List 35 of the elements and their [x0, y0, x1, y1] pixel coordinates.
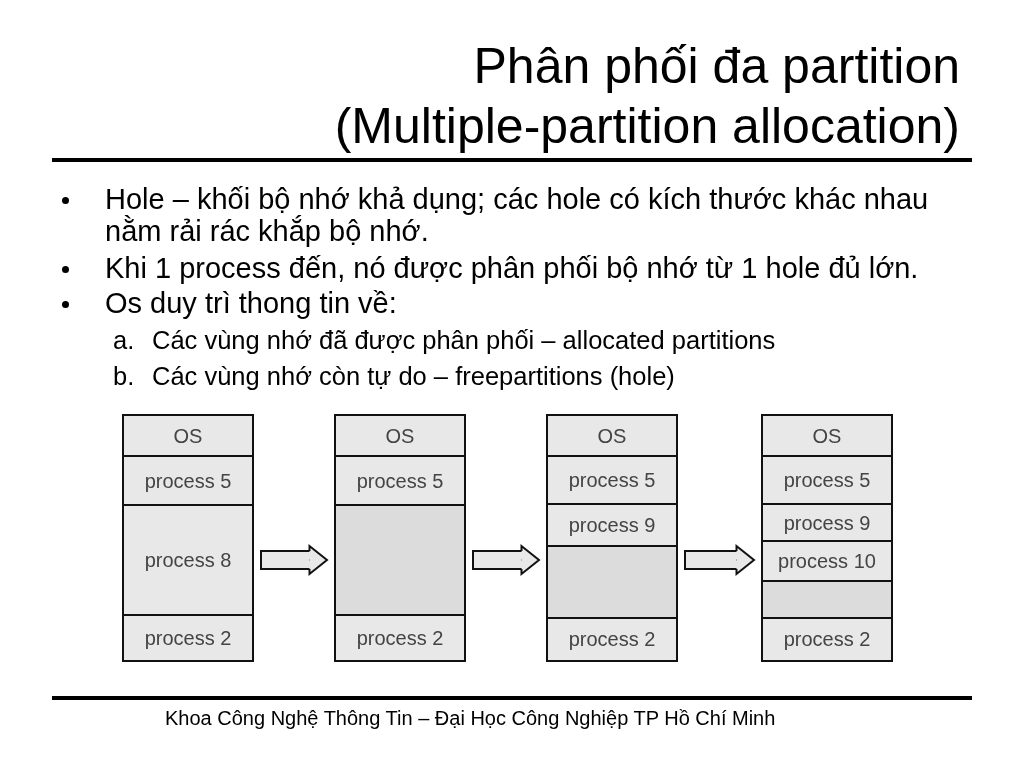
block-arrow [260, 545, 328, 575]
list-item-text: Các vùng nhớ đã được phân phối – allocated partitions [152, 325, 776, 355]
list-marker: b. [113, 361, 135, 391]
partition-label: process 2 [144, 625, 232, 650]
partition-label: OS [812, 423, 842, 448]
slide-title: Phân phối đa partition (Multiple-partition allocation) [333, 37, 960, 156]
partition-label: OS [385, 423, 415, 448]
partition-label: OS [597, 423, 627, 448]
partition-label: process 2 [783, 627, 871, 651]
partition-label: process 5 [783, 468, 871, 492]
partition-label: process 5 [356, 468, 444, 493]
partition-label: process 9 [783, 510, 871, 535]
partition-label: process 10 [778, 549, 876, 573]
memory-column [546, 414, 678, 662]
partition-label: process 5 [144, 468, 232, 493]
partition-label: process 9 [568, 513, 656, 537]
block-arrow [684, 545, 755, 575]
bullet-text: Hole – khối bộ nhớ khả dụng; các hole có kích thước khác nhau nằm rải rác khắp bộ nhớ. [105, 183, 930, 247]
bullet-text: Khi 1 process đến, nó được phân phối bộ nhớ từ 1 hole đủ lớn. [105, 252, 919, 284]
partition-label: process 2 [356, 625, 444, 650]
list-marker: a. [113, 325, 135, 355]
partition-label: process 5 [568, 468, 656, 492]
partition-label: process 2 [568, 627, 656, 651]
partition-label: OS [173, 423, 203, 448]
memory-column [761, 414, 893, 662]
memory-column [334, 414, 466, 662]
partition-label: process 8 [144, 548, 232, 572]
bullet-text: Os duy trì thong tin về: [105, 287, 397, 319]
hole-block [336, 506, 464, 616]
memory-column [122, 414, 254, 662]
list-item-text: Các vùng nhớ còn tự do – freepartitions (hole) [152, 361, 675, 391]
hole-block [763, 582, 891, 619]
footer-text: Khoa Công Nghệ Thông Tin – Đại Học Công Nghiệp TP Hồ Chí Minh [165, 706, 776, 730]
block-arrow [472, 545, 540, 575]
hole-block [548, 547, 676, 619]
